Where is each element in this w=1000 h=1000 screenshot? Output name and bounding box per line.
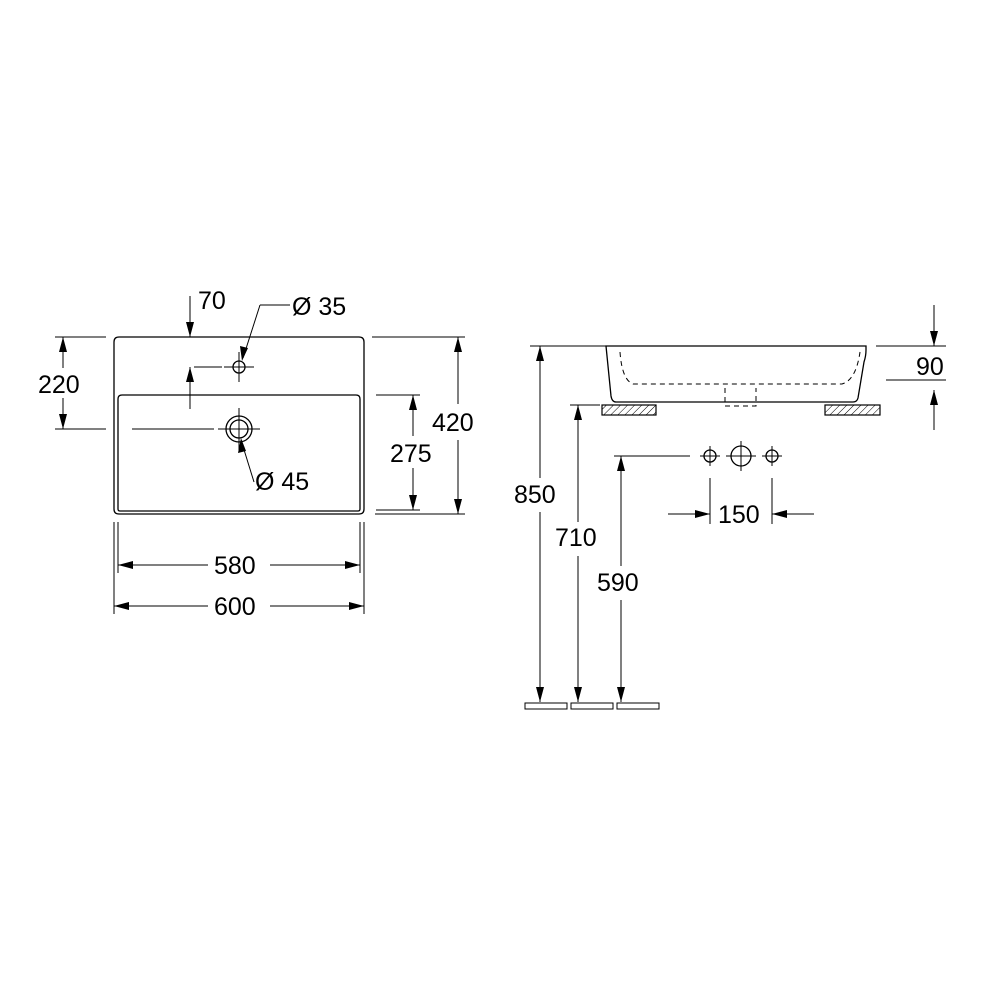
plan-view: 70 Ø 35 Ø 45 220 bbox=[38, 287, 474, 621]
floor-3 bbox=[616, 702, 660, 710]
basin-inner-dashed bbox=[619, 351, 861, 385]
dim-counter-height: 710 bbox=[555, 404, 600, 702]
floor-1 bbox=[524, 702, 568, 710]
dim-supply-height: 590 bbox=[597, 455, 690, 702]
label-width-outer: 600 bbox=[214, 593, 256, 621]
supply-connection-right bbox=[762, 446, 782, 466]
dim-basin-height: 90 bbox=[876, 305, 946, 430]
label-supply-height: 590 bbox=[597, 569, 639, 597]
label-basin-height: 90 bbox=[916, 353, 944, 381]
label-bowl-depth: 275 bbox=[390, 440, 432, 468]
tap-hole bbox=[224, 352, 254, 382]
supply-connection-center bbox=[726, 441, 756, 471]
dim-tap-offset: 70 bbox=[186, 287, 226, 409]
label-tap-hole: Ø 35 bbox=[292, 293, 346, 321]
label-tap-zone: 220 bbox=[38, 371, 80, 399]
bowl-outline bbox=[117, 394, 361, 512]
supply-connection-left bbox=[700, 446, 720, 466]
dim-bowl-depth: 275 bbox=[376, 394, 432, 511]
dim-top-height: 850 bbox=[514, 345, 606, 702]
label-supply-spacing: 150 bbox=[718, 501, 760, 529]
basin-profile bbox=[605, 345, 867, 403]
label-tap-offset: 70 bbox=[198, 287, 226, 315]
drain-hole bbox=[218, 408, 260, 450]
label-top-height: 850 bbox=[514, 481, 556, 509]
dim-width-outer: 600 bbox=[113, 522, 365, 621]
label-depth: 420 bbox=[432, 409, 474, 437]
dim-depth: 420 bbox=[372, 336, 474, 515]
side-view: 90 850 710 590 bbox=[514, 305, 946, 710]
basin-outline bbox=[113, 336, 365, 515]
leader-tap-hole: Ø 35 bbox=[240, 293, 346, 361]
dim-tap-zone: 220 bbox=[38, 336, 106, 430]
counter-right bbox=[824, 404, 881, 416]
counter-left bbox=[601, 404, 657, 416]
label-counter-height: 710 bbox=[555, 524, 597, 552]
label-drain: Ø 45 bbox=[255, 468, 309, 496]
drain-stub bbox=[724, 388, 757, 407]
label-width-inner: 580 bbox=[214, 552, 256, 580]
floor-2 bbox=[570, 702, 614, 710]
leader-drain: Ø 45 bbox=[238, 438, 309, 496]
dim-width-inner: 580 bbox=[117, 522, 361, 580]
dim-supply-spacing: 150 bbox=[668, 478, 814, 529]
